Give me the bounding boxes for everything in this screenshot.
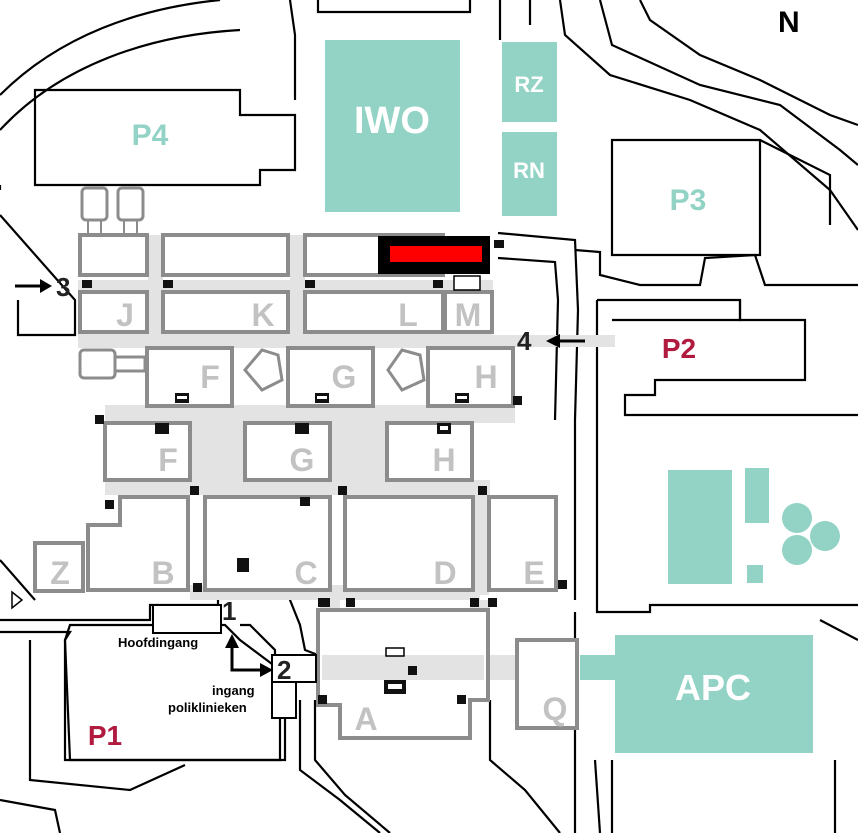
label-rn: RN <box>513 158 545 183</box>
building-h-upper <box>426 346 515 408</box>
label-poliklinieken: poliklinieken <box>168 700 247 715</box>
label-k: K <box>251 297 274 333</box>
teal-building-1 <box>668 470 732 584</box>
building-d <box>343 495 475 592</box>
label-g-upper: G <box>332 359 357 395</box>
building-e <box>487 495 558 592</box>
label-p3: P3 <box>670 184 707 217</box>
marker-triangle-icon <box>11 590 24 610</box>
label-m: M <box>455 297 482 333</box>
arrows <box>15 279 585 677</box>
arrow-up-icon <box>225 634 239 648</box>
highlight-marker <box>390 246 482 262</box>
entrance-3-number: 3 <box>56 272 70 302</box>
building-j-top <box>78 233 149 277</box>
entrance-2-number: 2 <box>277 655 291 685</box>
label-c: C <box>294 555 317 591</box>
label-ingang: ingang <box>212 683 255 698</box>
building-m <box>443 290 494 334</box>
building-f-lower <box>103 421 192 482</box>
label-h-lower: H <box>432 442 455 478</box>
label-rz: RZ <box>514 72 543 97</box>
teal-building-2 <box>745 468 769 523</box>
label-p4: P4 <box>132 119 169 152</box>
building-c <box>203 495 332 592</box>
building-h-lower <box>385 421 474 482</box>
doors <box>82 240 567 704</box>
label-z: Z <box>50 555 70 591</box>
label-f-lower: F <box>158 442 178 478</box>
building-z <box>33 541 85 593</box>
label-a: A <box>354 701 377 737</box>
building-l <box>303 290 445 334</box>
entrance-1-number: 1 <box>222 596 236 626</box>
building-k-top <box>161 233 290 277</box>
building-j <box>78 290 149 334</box>
teal-areas <box>325 40 840 753</box>
iwo-block <box>325 40 460 212</box>
building-g-lower <box>243 421 332 482</box>
label-f-upper: F <box>200 359 220 395</box>
compass-north: N <box>778 6 800 39</box>
building-b <box>86 495 190 592</box>
label-p1: P1 <box>88 720 122 751</box>
apc-block <box>615 635 813 753</box>
arrow-left-icon <box>546 334 560 348</box>
building-k <box>161 290 290 334</box>
label-p2: P2 <box>662 333 696 364</box>
arrow-right-icon <box>40 279 52 293</box>
rz-block <box>502 42 557 122</box>
arrow-right-icon <box>260 663 273 677</box>
label-e: E <box>523 555 544 591</box>
building-g-upper <box>286 346 375 408</box>
entrance-4-number: 4 <box>517 326 532 356</box>
label-j: J <box>116 297 134 333</box>
label-l: L <box>398 297 418 333</box>
label-apc: APC <box>675 667 751 708</box>
teal-tank-1 <box>782 503 812 533</box>
label-iwo: IWO <box>354 100 430 142</box>
label-h-upper: H <box>474 359 497 395</box>
teal-tank-3 <box>782 535 812 565</box>
label-hoofdingang: Hoofdingang <box>118 635 198 650</box>
label-d: D <box>433 555 456 591</box>
apc-connector <box>580 655 620 680</box>
label-b: B <box>151 555 174 591</box>
label-g-lower: G <box>290 442 315 478</box>
labels: N IWO RZ RN APC P4 P3 P2 P1 J K L M F G … <box>50 6 799 751</box>
label-q: Q <box>543 691 568 727</box>
rn-block <box>502 132 557 216</box>
building-f-upper <box>145 346 234 408</box>
teal-tank-2 <box>810 521 840 551</box>
teal-building-3 <box>747 565 763 583</box>
building-q <box>515 638 579 730</box>
